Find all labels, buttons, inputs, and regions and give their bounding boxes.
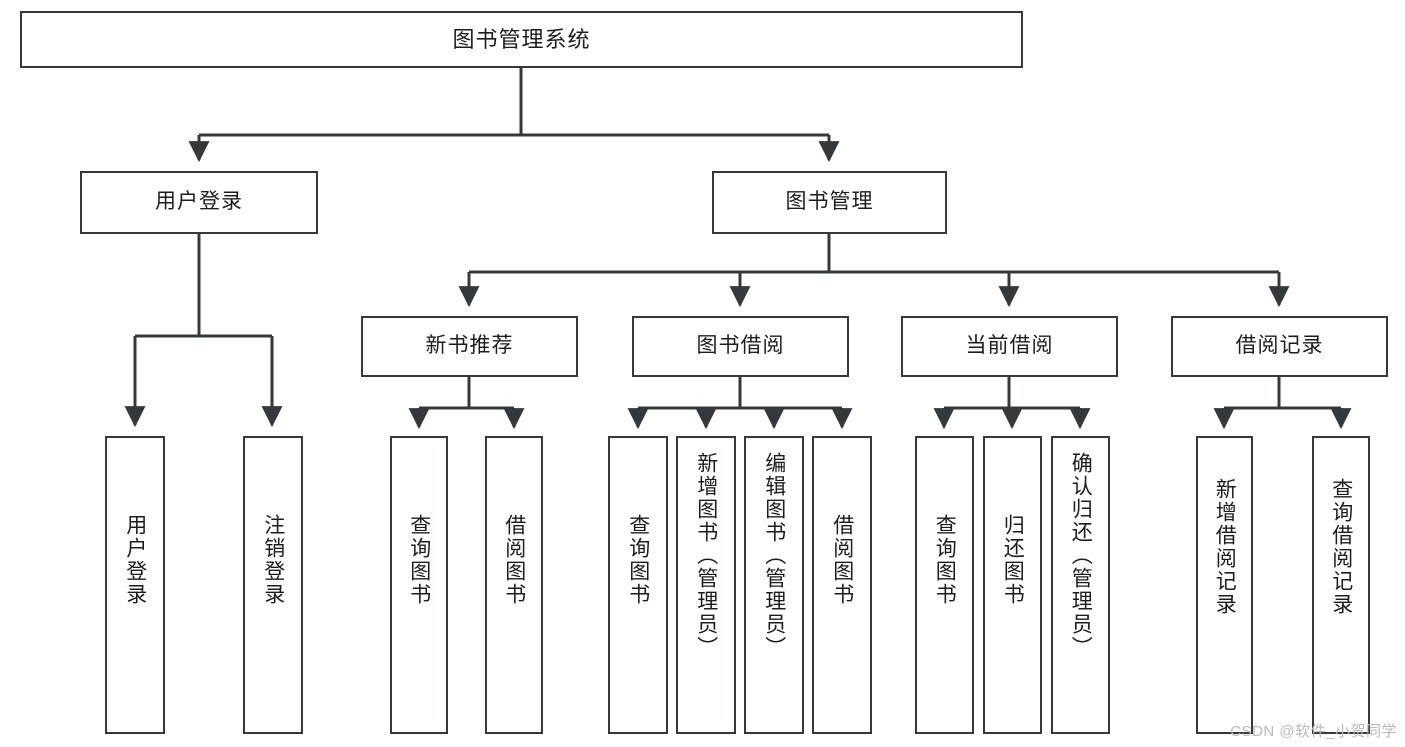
node-leaf-return-book[interactable]: 归还图书 — [983, 436, 1042, 734]
node-borrow-record-label: 借阅记录 — [1235, 334, 1324, 358]
node-leaf-add-book-admin[interactable]: 新增图书（管理员） — [676, 436, 736, 734]
node-root[interactable]: 图书管理系统 — [20, 11, 1023, 68]
node-root-label: 图书管理系统 — [452, 26, 591, 52]
node-leaf-query-borrow-record-label: 查询借阅记录 — [1329, 478, 1353, 616]
node-current-borrow[interactable]: 当前借阅 — [901, 316, 1118, 377]
node-borrow-record[interactable]: 借阅记录 — [1171, 316, 1388, 377]
node-book-borrow[interactable]: 图书借阅 — [632, 316, 849, 377]
node-leaf-confirm-return-admin-label: 确认归还（管理员） — [1069, 452, 1093, 659]
node-leaf-query-book-3-label: 查询图书 — [933, 514, 957, 606]
node-leaf-edit-book-admin[interactable]: 编辑图书（管理员） — [744, 436, 804, 734]
node-leaf-user-logout-label: 注销登录 — [261, 514, 285, 606]
node-leaf-add-book-admin-label: 新增图书（管理员） — [694, 452, 718, 659]
node-leaf-query-book-1[interactable]: 查询图书 — [390, 436, 448, 734]
node-leaf-user-login-label: 用户登录 — [123, 514, 147, 606]
node-new-book-recommend[interactable]: 新书推荐 — [361, 316, 578, 377]
node-user-login-label: 用户登录 — [155, 190, 243, 214]
node-leaf-user-logout[interactable]: 注销登录 — [243, 436, 303, 734]
node-leaf-user-login[interactable]: 用户登录 — [105, 436, 165, 734]
node-leaf-edit-book-admin-label: 编辑图书（管理员） — [762, 452, 786, 659]
node-leaf-query-borrow-record[interactable]: 查询借阅记录 — [1312, 436, 1370, 734]
node-leaf-query-book-3[interactable]: 查询图书 — [915, 436, 974, 734]
node-leaf-query-book-2[interactable]: 查询图书 — [608, 436, 668, 734]
node-leaf-query-book-1-label: 查询图书 — [407, 514, 431, 606]
node-leaf-confirm-return-admin[interactable]: 确认归还（管理员） — [1051, 436, 1110, 734]
node-new-book-recommend-label: 新书推荐 — [425, 334, 514, 358]
node-book-manage-label: 图书管理 — [785, 190, 874, 214]
node-leaf-return-book-label: 归还图书 — [1001, 514, 1025, 606]
node-leaf-query-book-2-label: 查询图书 — [626, 514, 650, 606]
node-leaf-borrow-book-1[interactable]: 借阅图书 — [485, 436, 543, 734]
node-user-login[interactable]: 用户登录 — [80, 171, 318, 234]
node-leaf-borrow-book-2[interactable]: 借阅图书 — [812, 436, 872, 734]
node-leaf-borrow-book-2-label: 借阅图书 — [830, 514, 854, 606]
node-book-manage[interactable]: 图书管理 — [712, 171, 947, 234]
node-leaf-add-borrow-record-label: 新增借阅记录 — [1213, 478, 1237, 616]
node-leaf-borrow-book-1-label: 借阅图书 — [502, 514, 526, 606]
node-book-borrow-label: 图书借阅 — [696, 334, 785, 358]
node-leaf-add-borrow-record[interactable]: 新增借阅记录 — [1196, 436, 1253, 734]
node-current-borrow-label: 当前借阅 — [965, 334, 1054, 358]
